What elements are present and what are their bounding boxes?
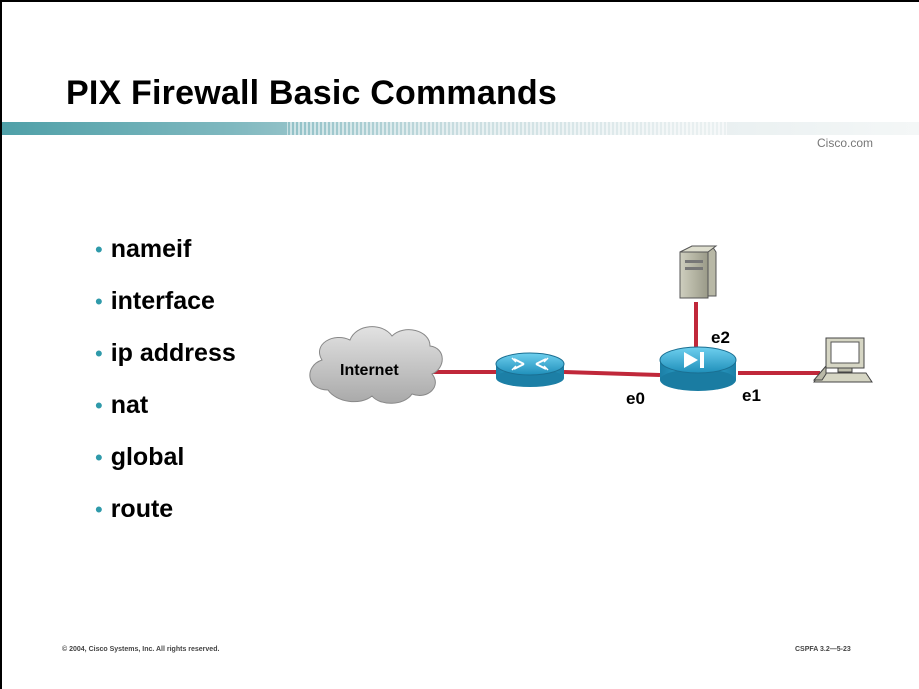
interface-label-e2: e2 xyxy=(711,328,730,347)
link-router-firewall xyxy=(563,370,661,377)
bullet-dot-icon: • xyxy=(95,289,103,314)
bullet-dot-icon: • xyxy=(95,445,103,470)
bullet-dot-icon: • xyxy=(95,341,103,366)
workstation-pc-icon xyxy=(812,337,873,383)
bullet-dot-icon: • xyxy=(95,237,103,262)
internet-cloud-label: Internet xyxy=(340,362,399,379)
bullet-dot-icon: • xyxy=(95,393,103,418)
network-diagram: Internet xyxy=(309,245,873,408)
bullet-item-interface: •interface xyxy=(95,287,215,315)
bullet-item-nameif: •nameif xyxy=(95,235,192,263)
copyright-footer: © 2004, Cisco Systems, Inc. All rights r… xyxy=(62,646,220,653)
internet-cloud-icon: Internet xyxy=(309,326,443,404)
bullet-list: •nameif •interface •ip address •nat •glo… xyxy=(95,230,236,542)
interface-label-e1: e1 xyxy=(742,386,761,405)
router-icon xyxy=(495,352,565,387)
cisco-brand-label: Cisco.com xyxy=(817,136,874,150)
bullet-item-global: •global xyxy=(95,443,185,471)
bullet-dot-icon: • xyxy=(95,497,103,522)
bullet-item-ip-address: •ip address xyxy=(95,339,236,367)
course-code-footer: CSPFA 3.2—5-23 xyxy=(795,646,851,653)
slide-title: PIX Firewall Basic Commands xyxy=(66,74,558,112)
server-tower-icon xyxy=(679,245,718,299)
bullet-item-route: •route xyxy=(95,495,174,523)
bullet-item-nat: •nat xyxy=(95,391,149,419)
interface-label-e0: e0 xyxy=(626,389,645,408)
title-decorative-bar xyxy=(2,122,919,135)
pix-firewall-icon xyxy=(659,346,737,391)
slide-frame-left xyxy=(0,0,2,689)
slide-frame-top xyxy=(0,0,919,2)
